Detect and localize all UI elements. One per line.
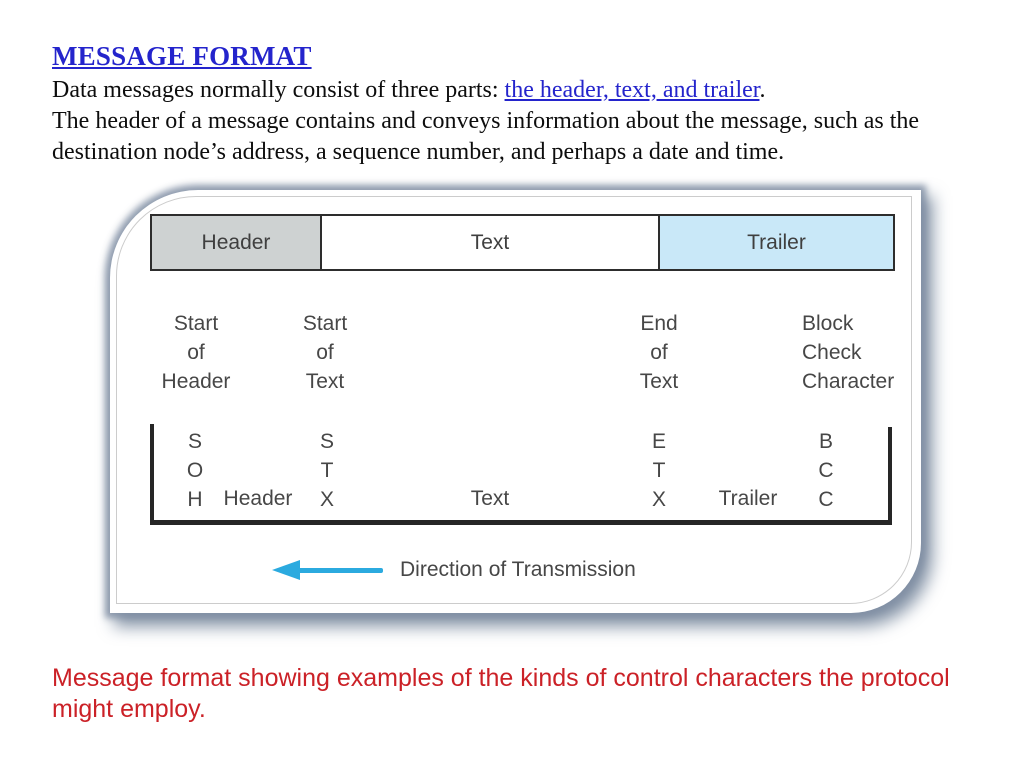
header-segment-label: Header <box>201 230 271 254</box>
block-check-character-label: Block Check Character <box>802 312 895 393</box>
bracket-text-label: Text <box>470 487 510 510</box>
intro-prefix: Data messages normally consist of three … <box>52 77 505 103</box>
bcc-control-characters: B C C <box>818 430 834 511</box>
stx-control-characters: S T X <box>319 430 334 511</box>
start-of-text-label: Start of Text <box>302 312 348 393</box>
intro-line: Data messages normally consist of three … <box>52 75 1002 106</box>
trailer-segment-label: Trailer <box>747 230 806 254</box>
intro-suffix: . <box>759 77 766 103</box>
header-text-trailer-link[interactable]: the header, text, and trailer <box>504 77 760 103</box>
etx-control-characters: E T X <box>651 430 666 511</box>
body-line-1: The header of a message contains and con… <box>52 108 920 134</box>
body-line-2: destination node’s address, a sequence n… <box>52 139 785 165</box>
bracket-trailer-label: Trailer <box>718 487 778 510</box>
page-title[interactable]: MESSAGE FORMAT <box>52 41 312 71</box>
text-segment-box: Text <box>320 214 660 271</box>
left-arrow-icon <box>272 560 300 580</box>
trailer-segment-box: Trailer <box>658 214 895 271</box>
direction-of-transmission-label: Direction of Transmission <box>400 558 636 581</box>
figure-panel: Header Text Trailer Start of Header Star… <box>110 190 921 613</box>
end-of-text-label: End of Text <box>639 312 679 393</box>
bracket-left-line <box>150 424 154 525</box>
bracket-header-label: Header <box>223 487 293 510</box>
bracket-right-line <box>888 427 892 525</box>
bracket-bottom-line <box>150 520 892 525</box>
start-of-header-label: Start of Header <box>161 312 231 393</box>
text-segment-label: Text <box>470 230 510 254</box>
left-arrow-shaft <box>297 568 383 573</box>
header-segment-box: Header <box>150 214 322 271</box>
soh-control-characters: S O H <box>186 430 204 511</box>
figure-caption: Message format showing examples of the k… <box>52 664 950 723</box>
